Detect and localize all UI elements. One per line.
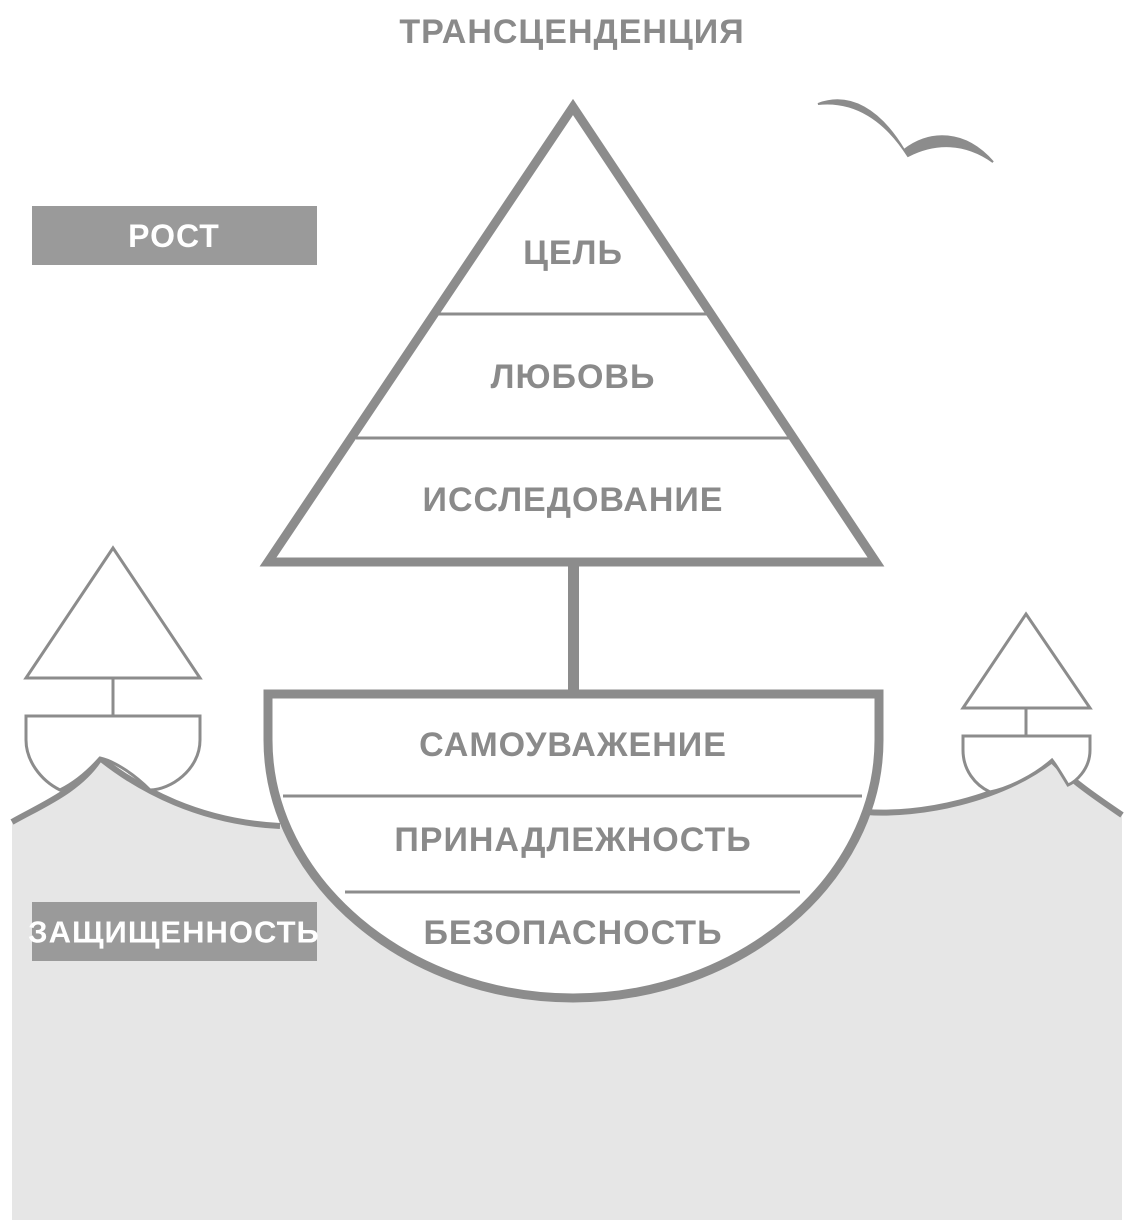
water-area-right	[860, 760, 1122, 1220]
hull-level-belonging: ПРИНАДЛЕЖНОСТЬ	[394, 821, 751, 859]
security-label: ЗАЩИЩЕННОСТЬ	[28, 915, 320, 950]
main-sail	[259, 98, 885, 567]
wave-line-left	[10, 753, 281, 829]
sail-level-love: ЛЮБОВЬ	[491, 358, 656, 396]
small-boat-left-icon	[23, 545, 203, 792]
sail-level-purpose: ЦЕЛЬ	[523, 234, 623, 272]
mast	[568, 565, 579, 693]
growth-label: РОСТ	[128, 218, 220, 254]
bird-icon	[817, 99, 994, 163]
hull-level-self-esteem: САМОУВАЖЕНИЕ	[419, 726, 727, 764]
transcendence-label: ТРАНСЦЕНДЕНЦИЯ	[399, 13, 744, 51]
water-area	[12, 758, 278, 1220]
small-boat-right-icon	[960, 611, 1093, 794]
hull-level-safety: БЕЗОПАСНОСТЬ	[423, 914, 722, 952]
main-hull	[263, 689, 884, 1003]
growth-box	[32, 206, 317, 265]
sail-level-exploration: ИССЛЕДОВАНИЕ	[423, 481, 724, 519]
security-box	[32, 902, 317, 961]
